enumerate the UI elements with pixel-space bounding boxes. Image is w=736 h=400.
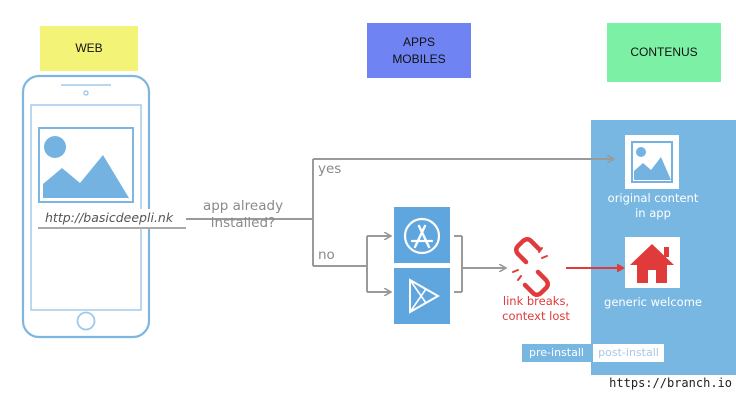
header-web-label: WEB [75,41,103,55]
play-store-icon [394,268,450,324]
broken-link-icon [512,237,550,297]
app-store-icon [394,207,450,263]
header-apps-label: APPS MOBILES [392,34,445,68]
generic-welcome-label: generic welcome [604,295,702,309]
pre-install-tag: pre-install [522,344,591,362]
link-breaks-label: link breaks, context lost [494,294,578,324]
image-placeholder-icon [38,127,134,203]
decision-label: app already installed? [196,198,290,232]
phone-illustration [21,74,151,339]
original-content-line2: in app [635,206,671,220]
link-breaks-line1: link breaks, [502,294,570,308]
header-contenus: CONTENUS [607,23,721,82]
post-install-tag: post-install [593,344,664,362]
original-content-icon [625,135,679,189]
decision-line1: app already [202,198,284,214]
header-apps-line1: APPS [402,34,435,49]
phone-camera [83,90,89,96]
no-label: no [318,247,335,263]
url-bar: http://basicdeepli.nk [38,209,186,229]
link-breaks-line2: context lost [502,309,570,323]
header-web: WEB [40,26,138,71]
original-content-line1: original content [607,191,699,205]
source-credit: https://branch.io [609,376,732,390]
phone-home-button [76,311,96,331]
yes-label: yes [318,161,342,177]
decision-flow-lines [186,159,613,292]
header-apps-mobiles: APPS MOBILES [367,23,471,78]
header-apps-line2: MOBILES [392,51,446,66]
home-icon [625,237,680,288]
original-content-label: original content in app [596,191,710,221]
decision-line2: installed? [210,215,276,231]
header-content-label: CONTENUS [630,45,698,59]
